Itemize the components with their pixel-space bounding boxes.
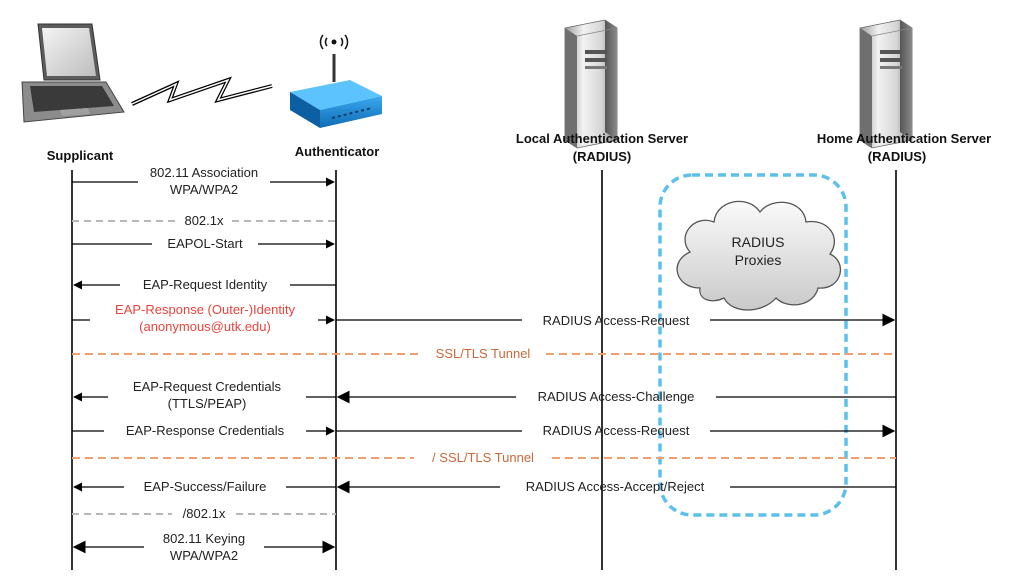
message-eap-request-credentials: EAP-Request Credentials (TTLS/PEAP) xyxy=(73,379,336,411)
keying-label-line1: 802.11 Keying xyxy=(163,531,245,546)
dot1x-start-label: 802.1x xyxy=(184,213,224,228)
message-8021x-start: 802.1x xyxy=(72,213,336,228)
cloud-icon xyxy=(676,200,841,311)
message-association: 802.11 Association WPA/WPA2 xyxy=(72,165,335,197)
lightning-link-icon xyxy=(131,76,273,106)
server-icon xyxy=(564,19,618,149)
proxies-label-line1: RADIUS xyxy=(732,234,785,250)
message-radius-access-request-2: RADIUS Access-Request xyxy=(336,423,896,438)
message-8021x-end: /802.1x xyxy=(72,506,336,521)
home-server-label-line2: (RADIUS) xyxy=(868,149,927,164)
eap-response-identity-label-line2: (anonymous@utk.edu) xyxy=(139,319,271,334)
eap-request-credentials-label-line1: EAP-Request Credentials xyxy=(133,379,282,394)
wireless-router-icon xyxy=(290,34,382,128)
ssl-tls-tunnel-start: SSL/TLS Tunnel xyxy=(72,346,896,361)
eap-request-identity-label: EAP-Request Identity xyxy=(143,277,268,292)
association-label-line2: WPA/WPA2 xyxy=(170,182,238,197)
eap-success-failure-label: EAP-Success/Failure xyxy=(144,479,267,494)
supplicant-label: Supplicant xyxy=(47,148,114,163)
local-server-label-line1: Local Authentication Server xyxy=(516,131,688,146)
keying-label-line2: WPA/WPA2 xyxy=(170,548,238,563)
radius-access-request-2-label: RADIUS Access-Request xyxy=(543,423,690,438)
message-eap-request-identity: EAP-Request Identity xyxy=(73,277,336,292)
message-keying: 802.11 Keying WPA/WPA2 xyxy=(72,531,336,563)
local-server-label-line2: (RADIUS) xyxy=(573,149,632,164)
laptop-icon xyxy=(21,23,125,123)
eapol-start-label: EAPOL-Start xyxy=(167,236,243,251)
proxies-label-line2: Proxies xyxy=(735,252,782,268)
radius-access-challenge-label: RADIUS Access-Challenge xyxy=(538,389,695,404)
ssl-tls-tunnel-end: / SSL/TLS Tunnel xyxy=(72,450,896,465)
eap-response-identity-label-line1: EAP-Response (Outer-)Identity xyxy=(115,302,295,317)
ssl-tunnel-start-label: SSL/TLS Tunnel xyxy=(436,346,531,361)
eap-request-credentials-label-line2: (TTLS/PEAP) xyxy=(168,396,247,411)
home-server-label-line1: Home Authentication Server xyxy=(817,131,991,146)
message-radius-access-challenge: RADIUS Access-Challenge xyxy=(336,389,896,404)
server-icon xyxy=(859,19,913,149)
radius-access-accept-reject-label: RADIUS Access-Accept/Reject xyxy=(526,479,705,494)
message-eap-success-failure: EAP-Success/Failure xyxy=(73,479,336,494)
message-radius-access-accept-reject: RADIUS Access-Accept/Reject xyxy=(336,479,896,494)
eap-response-credentials-label: EAP-Response Credentials xyxy=(126,423,285,438)
ssl-tunnel-end-label: / SSL/TLS Tunnel xyxy=(432,450,534,465)
message-eapol-start: EAPOL-Start xyxy=(72,236,335,251)
message-eap-response-identity: EAP-Response (Outer-)Identity (anonymous… xyxy=(72,302,335,334)
dot1x-end-label: /802.1x xyxy=(183,506,226,521)
radius-proxies-box xyxy=(658,173,848,517)
authenticator-label: Authenticator xyxy=(295,144,380,159)
message-eap-response-credentials: EAP-Response Credentials xyxy=(72,423,335,438)
association-label-line1: 802.11 Association xyxy=(150,165,258,180)
message-radius-access-request-1: RADIUS Access-Request xyxy=(336,313,896,328)
radius-access-request-1-label: RADIUS Access-Request xyxy=(543,313,690,328)
